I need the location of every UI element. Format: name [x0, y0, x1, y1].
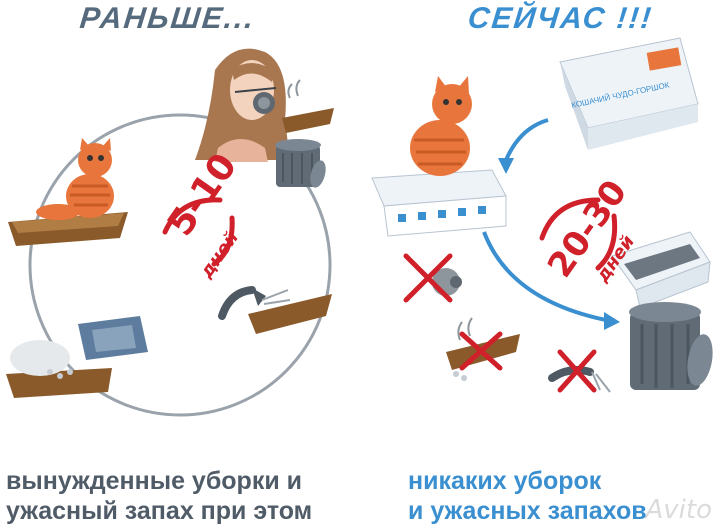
caption-left-line1: вынужденные уборки и: [6, 467, 303, 495]
woman-with-mask-icon: [195, 48, 290, 162]
days-badge-left: [162, 197, 235, 267]
caption-left-line2: ужасный запах при этом: [6, 497, 313, 525]
used-box-tray-icon: [611, 231, 711, 309]
sand-litter-tray-icon: [6, 340, 112, 398]
dirty-litter-tray-icon: [282, 79, 334, 133]
shower-head-icon: [218, 286, 291, 320]
garbage-bag-icon: [78, 316, 148, 360]
caption-right: никаких уборок и ужасных запахов: [408, 466, 647, 526]
cycle-circle: [28, 113, 332, 417]
crossed-shower-icon: [548, 349, 611, 393]
empty-litter-tray-icon: [248, 294, 332, 334]
cat-in-box-tray-icon: [371, 76, 507, 237]
cat-in-tray-icon: [8, 138, 128, 246]
trash-can-icon: [275, 139, 326, 188]
caption-left: вынужденные уборки и ужасный запах при э…: [6, 466, 312, 526]
arrow-to-tray-icon: [498, 118, 549, 174]
big-trash-can-icon: [629, 302, 713, 390]
arrow-to-trash-icon: [482, 231, 620, 330]
product-box-icon: КОШАЧИЙ ЧУДО-ГОРШОК: [559, 37, 699, 150]
watermark: Avito: [645, 495, 713, 525]
caption-right-line1: никаких уборок: [408, 467, 602, 495]
caption-right-line2: и ужасных запахов: [408, 497, 647, 525]
days-badge-right: [539, 197, 618, 271]
crossed-gas-mask-icon: [403, 253, 462, 303]
crossed-dirty-tray-icon: [446, 317, 520, 381]
